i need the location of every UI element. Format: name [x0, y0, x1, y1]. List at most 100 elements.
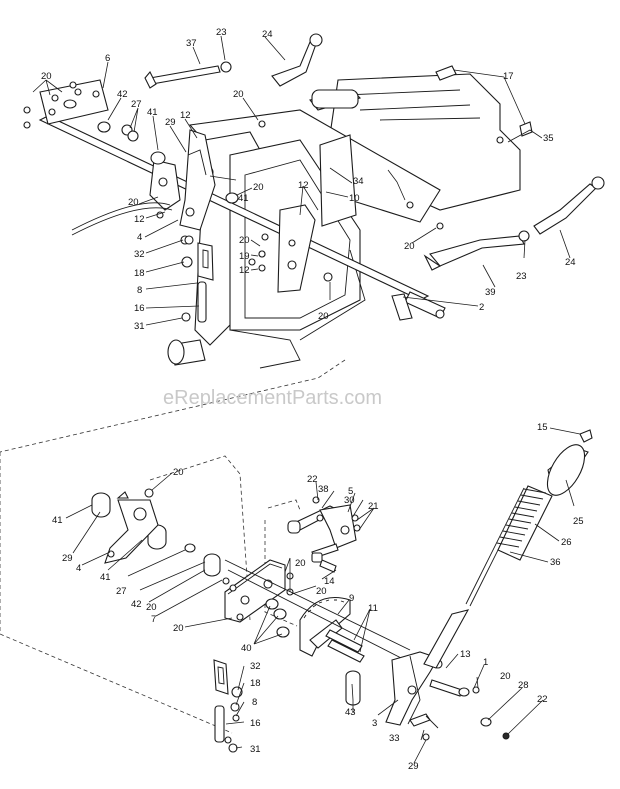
callout-21: 21	[368, 501, 379, 512]
mounting-plate	[222, 559, 294, 623]
upper-link	[181, 235, 214, 323]
callout-15: 15	[537, 422, 548, 433]
frame-main	[167, 73, 521, 369]
callout-39: 39	[485, 287, 496, 298]
callout-11: 11	[368, 603, 378, 614]
callout-34: 34	[353, 176, 364, 187]
spring-26	[496, 485, 553, 561]
callout-20: 20	[146, 602, 157, 613]
watermark: eReplacementParts.com	[163, 387, 382, 409]
upper-lift-arm	[156, 129, 216, 245]
callout-8: 8	[252, 697, 257, 708]
callout-35: 35	[543, 133, 554, 144]
bracket-5	[287, 496, 361, 559]
callout-30: 30	[344, 495, 355, 506]
callout-20: 20	[318, 311, 329, 322]
top-right-parts	[406, 65, 533, 230]
spacer-43	[345, 670, 361, 706]
callout-36: 36	[550, 557, 561, 568]
leader-lines	[32, 35, 581, 764]
callout-20: 20	[173, 623, 184, 634]
callout-5: 5	[348, 486, 353, 497]
callout-16: 16	[250, 718, 261, 729]
callout-19: 19	[239, 251, 250, 262]
callout-31: 31	[250, 744, 261, 755]
callout-20: 20	[253, 182, 264, 193]
callout-20: 20	[316, 586, 327, 597]
wire-b	[71, 207, 173, 236]
callout-20: 20	[404, 241, 415, 252]
callout-20: 20	[500, 671, 511, 682]
callout-23: 23	[516, 271, 527, 282]
callout-42: 42	[117, 89, 128, 100]
callout-6: 6	[105, 53, 110, 64]
washer-28	[480, 717, 492, 727]
callout-29: 29	[62, 553, 73, 564]
callout-20: 20	[128, 197, 139, 208]
studs	[265, 598, 290, 638]
callout-9: 9	[349, 593, 354, 604]
upper-rod-37	[144, 61, 232, 89]
lower-shaft	[224, 559, 411, 661]
nut-22	[502, 732, 510, 740]
callout-27: 27	[116, 586, 127, 597]
callout-3: 3	[372, 718, 377, 729]
grip-25	[546, 429, 593, 496]
callout-10: 10	[349, 193, 360, 204]
callout-4: 4	[76, 563, 81, 574]
wire-a	[71, 202, 171, 231]
rod-13	[429, 679, 480, 697]
bolt-14	[311, 552, 337, 573]
callout-41: 41	[238, 193, 249, 204]
connector-plate-top	[267, 499, 301, 511]
callout-18: 18	[250, 678, 261, 689]
callout-12: 12	[180, 110, 191, 121]
callout-22: 22	[537, 694, 548, 705]
connector-upper	[0, 359, 346, 453]
callout-20: 20	[239, 235, 250, 246]
callout-13: 13	[460, 649, 471, 660]
callout-20: 20	[173, 467, 184, 478]
callout-12: 12	[239, 265, 250, 276]
callout-31: 31	[134, 321, 145, 332]
callout-7: 7	[151, 614, 156, 625]
callout-32: 32	[134, 249, 145, 260]
callout-12: 12	[298, 180, 309, 191]
callout-33: 33	[389, 733, 400, 744]
callout-42: 42	[131, 599, 142, 610]
callout-20: 20	[233, 89, 244, 100]
callout-17: 17	[503, 71, 514, 82]
callout-41: 41	[147, 107, 158, 118]
callout-14: 14	[324, 576, 335, 587]
lower-link	[213, 659, 243, 753]
callout-27: 27	[131, 99, 142, 110]
callout-20: 20	[295, 558, 306, 569]
right-arm-24	[423, 176, 605, 271]
callout-25: 25	[573, 516, 584, 527]
bolt-33	[409, 713, 439, 741]
callout-40: 40	[241, 643, 252, 654]
connector-plate	[264, 520, 298, 627]
callout-8: 8	[137, 285, 142, 296]
callout-2: 2	[479, 302, 484, 313]
callout-38: 38	[318, 484, 329, 495]
callout-32: 32	[250, 661, 261, 672]
callout-1: 1	[483, 657, 488, 668]
callout-29: 29	[165, 117, 176, 128]
callout-24: 24	[565, 257, 576, 268]
callout-12: 12	[134, 214, 145, 225]
callout-22: 22	[307, 474, 318, 485]
callout-labels: 20 6 42 27 41 29 12 37 23 24 20 20 41 20…	[41, 27, 584, 772]
callout-28: 28	[518, 680, 529, 691]
upper-arm-24	[271, 33, 323, 87]
lower-bushings	[91, 488, 221, 577]
callout-43: 43	[345, 707, 356, 718]
callout-20: 20	[41, 71, 52, 82]
callout-26: 26	[561, 537, 572, 548]
callout-4: 4	[137, 232, 142, 243]
callout-41: 41	[52, 515, 63, 526]
callout-24: 24	[262, 29, 273, 40]
handle-tube	[423, 487, 529, 669]
